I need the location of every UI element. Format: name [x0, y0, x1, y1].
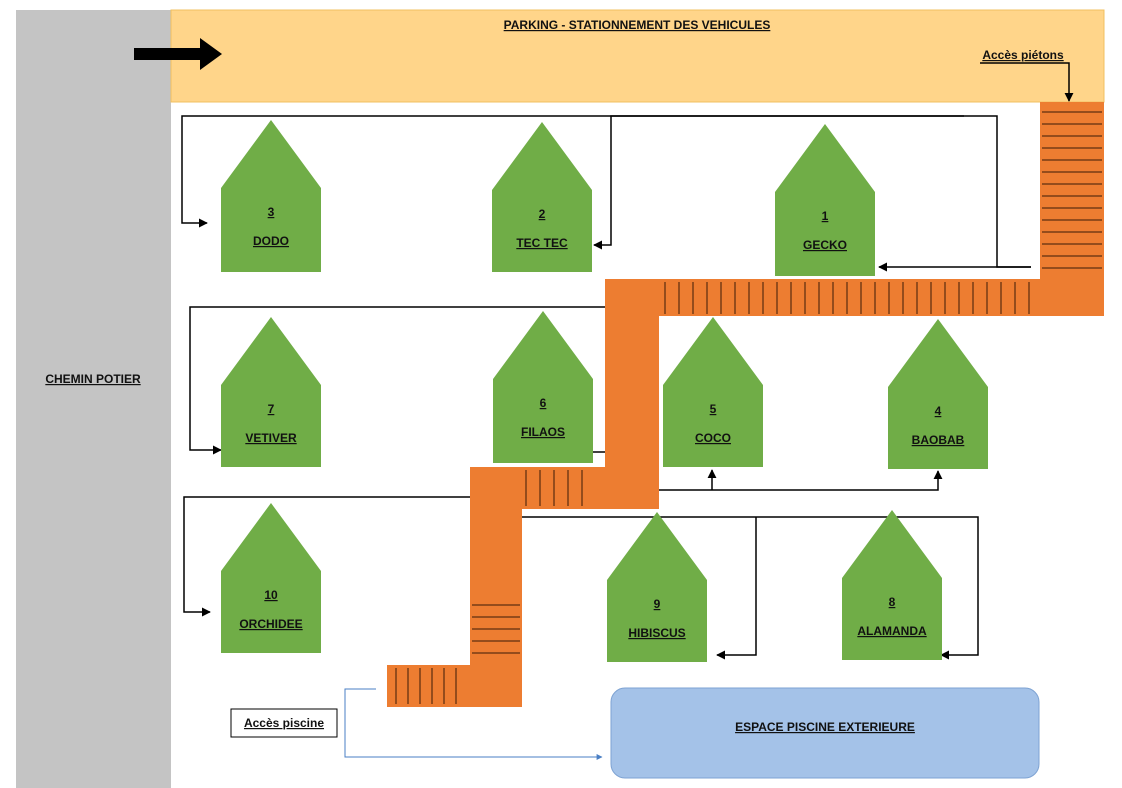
pool-area [610, 687, 1040, 779]
house-shape [775, 124, 875, 276]
house-shape [221, 317, 321, 467]
house-name: HIBISCUS [628, 626, 685, 640]
house-shape [842, 510, 942, 660]
parking-label: PARKING - STATIONNEMENT DES VEHICULES [504, 18, 771, 32]
house-number: 9 [654, 597, 661, 611]
house-name: VETIVER [245, 431, 297, 445]
house-shape [221, 120, 321, 272]
pool-access-arrow [344, 688, 603, 760]
house-name: GECKO [803, 238, 847, 252]
house-shape [663, 317, 763, 467]
house-shape [607, 512, 707, 662]
walkway [387, 102, 1104, 707]
house-number: 1 [822, 209, 829, 223]
connector-vetiver [189, 306, 605, 455]
house-name: DODO [253, 234, 289, 248]
street-label: CHEMIN POTIER [45, 372, 141, 386]
house-name: ALAMANDA [857, 624, 927, 638]
pool-access-box [230, 708, 338, 738]
connector-baobab [659, 470, 943, 491]
house-shape [888, 319, 988, 469]
house-number: 8 [889, 595, 896, 609]
pedestrian-access-label: Accès piétons [982, 48, 1064, 62]
house-number: 6 [540, 396, 547, 410]
house-number: 7 [268, 402, 275, 416]
house-number: 3 [268, 205, 275, 219]
house-number: 4 [935, 404, 942, 418]
entry-arrow-icon [134, 38, 222, 70]
house-number: 5 [710, 402, 717, 416]
connector-orchidee [183, 496, 470, 617]
house-name: BAOBAB [912, 433, 965, 447]
connector-hibiscus [716, 517, 757, 660]
house-name: COCO [695, 431, 731, 445]
house-name: TEC TEC [516, 236, 568, 250]
pedestrian-access-arrow [980, 62, 1074, 102]
house-name: FILAOS [521, 425, 565, 439]
parking-area [170, 9, 1105, 103]
house-name: ORCHIDEE [239, 617, 302, 631]
pool-access-label: Accès piscine [244, 716, 324, 730]
house-shape [493, 311, 593, 463]
house-shape [221, 503, 321, 653]
connector-dodo [181, 115, 964, 228]
connectors [181, 115, 1031, 660]
house-shape [492, 122, 592, 272]
house-number: 10 [264, 588, 278, 602]
street-band [16, 10, 171, 788]
pool-label: ESPACE PISCINE EXTERIEURE [735, 720, 915, 734]
house-number: 2 [539, 207, 546, 221]
connector-alamanda [522, 516, 979, 660]
connector-tectec [593, 115, 632, 250]
